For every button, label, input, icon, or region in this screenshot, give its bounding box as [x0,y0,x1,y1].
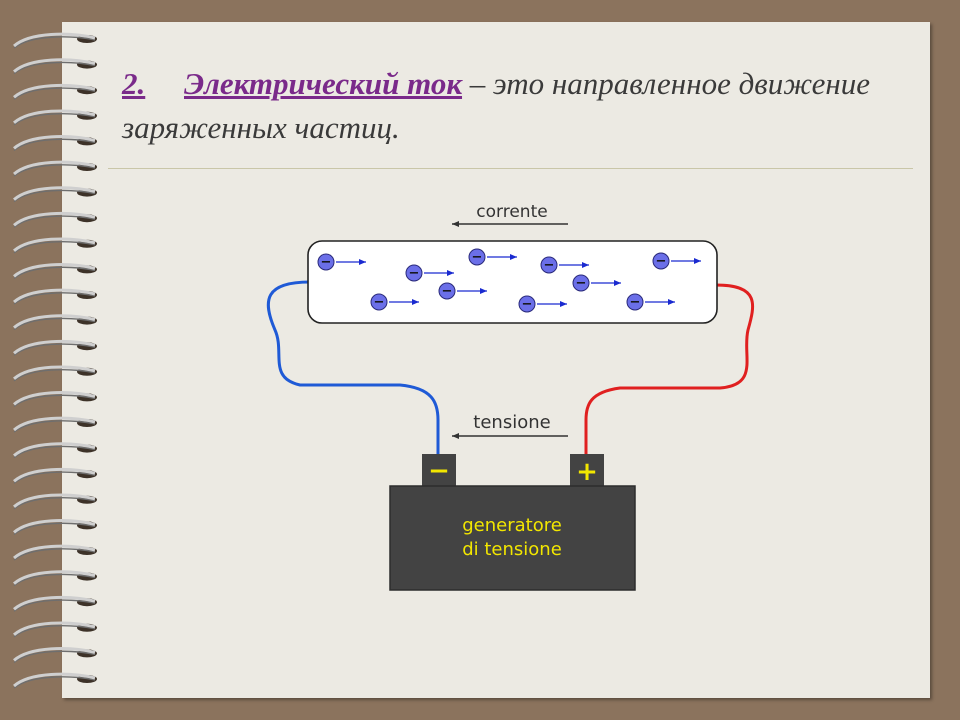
spiral-ring [13,493,97,510]
spiral-ring [13,570,97,587]
spiral-ring [13,595,97,612]
electron: − [438,282,487,300]
spiral-ring [13,544,97,561]
electron: − [468,248,517,266]
svg-text:−: − [656,254,667,269]
spiral-ring [13,672,97,689]
spiral-ring [13,365,97,382]
wire-positive [584,283,754,456]
spiral-ring [13,288,97,305]
svg-text:−: − [409,266,420,281]
spiral-ring [13,339,97,356]
electron: − [370,293,419,311]
spiral-ring [13,467,97,484]
electron: − [317,253,366,271]
battery-plus-terminal [570,454,604,488]
svg-text:−: − [630,295,641,310]
spiral-ring [13,186,97,203]
slide-title: 2. Электрический ток – это направленное … [122,62,882,150]
notebook-spiral-binding [13,32,97,689]
title-number: 2. [122,66,146,101]
electron: − [405,264,454,282]
electron: − [540,256,589,274]
spiral-ring [13,160,97,177]
spiral-ring [13,58,97,75]
electron: − [572,274,621,292]
electrons-group: − − − − − − − − − − [317,248,701,313]
spiral-ring [13,135,97,151]
battery-minus-terminal [422,454,456,488]
svg-text:−: − [576,276,587,291]
svg-text:−: − [544,258,555,273]
svg-text:−: − [522,297,533,312]
title-definition: – это направленное движение заряженных ч… [122,66,871,145]
battery-body [389,485,636,591]
spiral-ring [13,237,97,254]
title-divider [108,168,913,169]
spiral-ring [13,263,97,279]
spiral-ring [13,416,97,433]
spiral-ring [13,211,97,228]
spiral-ring [13,109,97,126]
spiral-ring [13,391,97,407]
svg-text:−: − [374,295,385,310]
current-label: corrente [476,202,547,222]
spiral-ring [13,32,97,49]
svg-text:−: − [321,255,332,270]
electron: − [626,293,675,311]
minus-terminal-sign: − [428,456,450,486]
voltage-label: tensione [473,412,550,433]
electron: − [652,252,701,270]
wire-negative [266,280,440,456]
spiral-ring [13,83,97,100]
spiral-ring [13,621,97,638]
spiral-ring [13,442,97,459]
svg-text:−: − [442,284,453,299]
generator-label-line2: di tensione [462,539,562,560]
generator-label-line1: generatore [462,515,562,536]
plus-terminal-sign: + [576,457,598,487]
spiral-ring [13,314,97,331]
spiral-ring [13,519,97,535]
title-term: Электрический ток [184,66,463,101]
svg-text:−: − [472,250,483,265]
spiral-ring [13,647,97,663]
electron: − [518,295,567,313]
